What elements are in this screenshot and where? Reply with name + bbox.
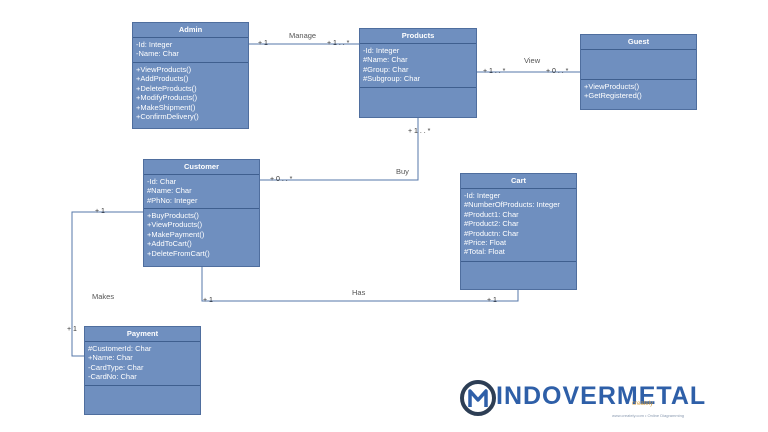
attribute: -Id: Char [147, 177, 177, 186]
attribute: +Name: Char [88, 353, 133, 363]
attribute: -Id: Integer [464, 191, 501, 200]
makes-to-multiplicity: + 1 [67, 326, 77, 333]
operation: +ViewProducts() [147, 220, 203, 230]
view-to-multiplicity: + 0 . . * [546, 68, 569, 75]
class-products[interactable]: Products -Id: Integer #Name: Char #Group… [359, 28, 477, 118]
makes-connector [71, 211, 143, 357]
logo-mark-icon [460, 380, 496, 416]
view-from-multiplicity: + 1 . . * [483, 68, 506, 75]
operation: +GetRegistered() [584, 91, 642, 101]
manage-label: Manage [289, 31, 317, 40]
attribute: #CustomerId: Char [88, 344, 152, 353]
view-label: View [524, 56, 541, 65]
class-cart-title: Cart [461, 174, 576, 189]
buy-label: Buy [396, 167, 409, 176]
class-customer-title: Customer [144, 160, 259, 175]
operation: +ConfirmDelivery() [136, 112, 199, 122]
attribute: #Name: Char [147, 186, 192, 196]
attribute: -CardType: Char [88, 362, 144, 372]
has-from-multiplicity: + 1 [203, 297, 213, 304]
attribute: #Price: Float [464, 238, 507, 248]
class-cart-attributes: -Id: Integer #NumberOfProducts: Integer … [461, 189, 576, 262]
class-guest-title: Guest [581, 35, 696, 50]
logo-tiny: www.creately.com • Online Diagramming [612, 413, 685, 418]
operation: +ModifyProducts() [136, 93, 198, 103]
makes-from-multiplicity: + 1 [95, 208, 105, 215]
manage-to-multiplicity: + 1 . . * [327, 40, 350, 47]
attribute: -Name: Char [136, 49, 179, 59]
operation: +MakeShipment() [136, 102, 196, 112]
logo-sub: creately [632, 401, 654, 407]
operation: +ViewProducts() [136, 65, 192, 74]
class-admin-title: Admin [133, 23, 248, 38]
buy-connector [260, 118, 419, 181]
attribute: #Product2: Char [464, 219, 519, 229]
attribute: -Id: Integer [136, 40, 173, 49]
class-payment[interactable]: Payment #CustomerId: Char +Name: Char -C… [84, 326, 201, 415]
logo-text: INDOVERMETAL [496, 382, 707, 410]
class-products-attributes: -Id: Integer #Name: Char #Group: Char #S… [360, 44, 476, 88]
buy-to-multiplicity: + 0 . . * [270, 176, 293, 183]
class-products-title: Products [360, 29, 476, 44]
attribute: -CardNo: Char [88, 372, 137, 382]
class-cart-operations [461, 262, 576, 266]
class-payment-title: Payment [85, 327, 200, 342]
attribute: #Total: Float [464, 247, 505, 257]
manage-from-multiplicity: + 1 [258, 40, 268, 47]
class-customer-operations: +BuyProducts() +ViewProducts() +MakePaym… [144, 209, 259, 260]
operation: +BuyProducts() [147, 211, 199, 220]
class-admin[interactable]: Admin -Id: Integer -Name: Char +ViewProd… [132, 22, 249, 129]
operation: +ViewProducts() [584, 82, 640, 91]
class-payment-attributes: #CustomerId: Char +Name: Char -CardType:… [85, 342, 200, 386]
attribute: #Group: Char [363, 64, 409, 74]
class-guest[interactable]: Guest +ViewProducts() +GetRegistered() [580, 34, 697, 110]
attribute: #NumberOfProducts: Integer [464, 200, 560, 210]
attribute: #Product1: Char [464, 209, 519, 219]
makes-label: Makes [92, 292, 115, 301]
operation: +MakePayment() [147, 229, 205, 239]
has-label: Has [352, 288, 366, 297]
has-to-multiplicity: + 1 [487, 297, 497, 304]
buy-from-multiplicity: + 1 . . * [408, 128, 431, 135]
has-connector [201, 267, 519, 302]
class-guest-attributes [581, 50, 696, 80]
attribute: -Id: Integer [363, 46, 400, 55]
class-payment-operations [85, 386, 200, 390]
attribute: #Name: Char [363, 55, 408, 65]
class-customer[interactable]: Customer -Id: Char #Name: Char #PhNo: In… [143, 159, 260, 267]
attribute: #Subgroup: Char [363, 74, 421, 84]
operation: +AddToCart() [147, 239, 192, 249]
attribute: #Productn: Char [464, 228, 519, 238]
class-admin-attributes: -Id: Integer -Name: Char [133, 38, 248, 63]
class-products-operations [360, 88, 476, 92]
operation: +AddProducts() [136, 74, 189, 84]
class-customer-attributes: -Id: Char #Name: Char #PhNo: Integer [144, 175, 259, 209]
class-admin-operations: +ViewProducts() +AddProducts() +DeletePr… [133, 63, 248, 123]
class-guest-operations: +ViewProducts() +GetRegistered() [581, 80, 696, 103]
operation: +DeleteFromCart() [147, 248, 210, 258]
attribute: #PhNo: Integer [147, 195, 198, 205]
operation: +DeleteProducts() [136, 83, 197, 93]
class-cart[interactable]: Cart -Id: Integer #NumberOfProducts: Int… [460, 173, 577, 290]
